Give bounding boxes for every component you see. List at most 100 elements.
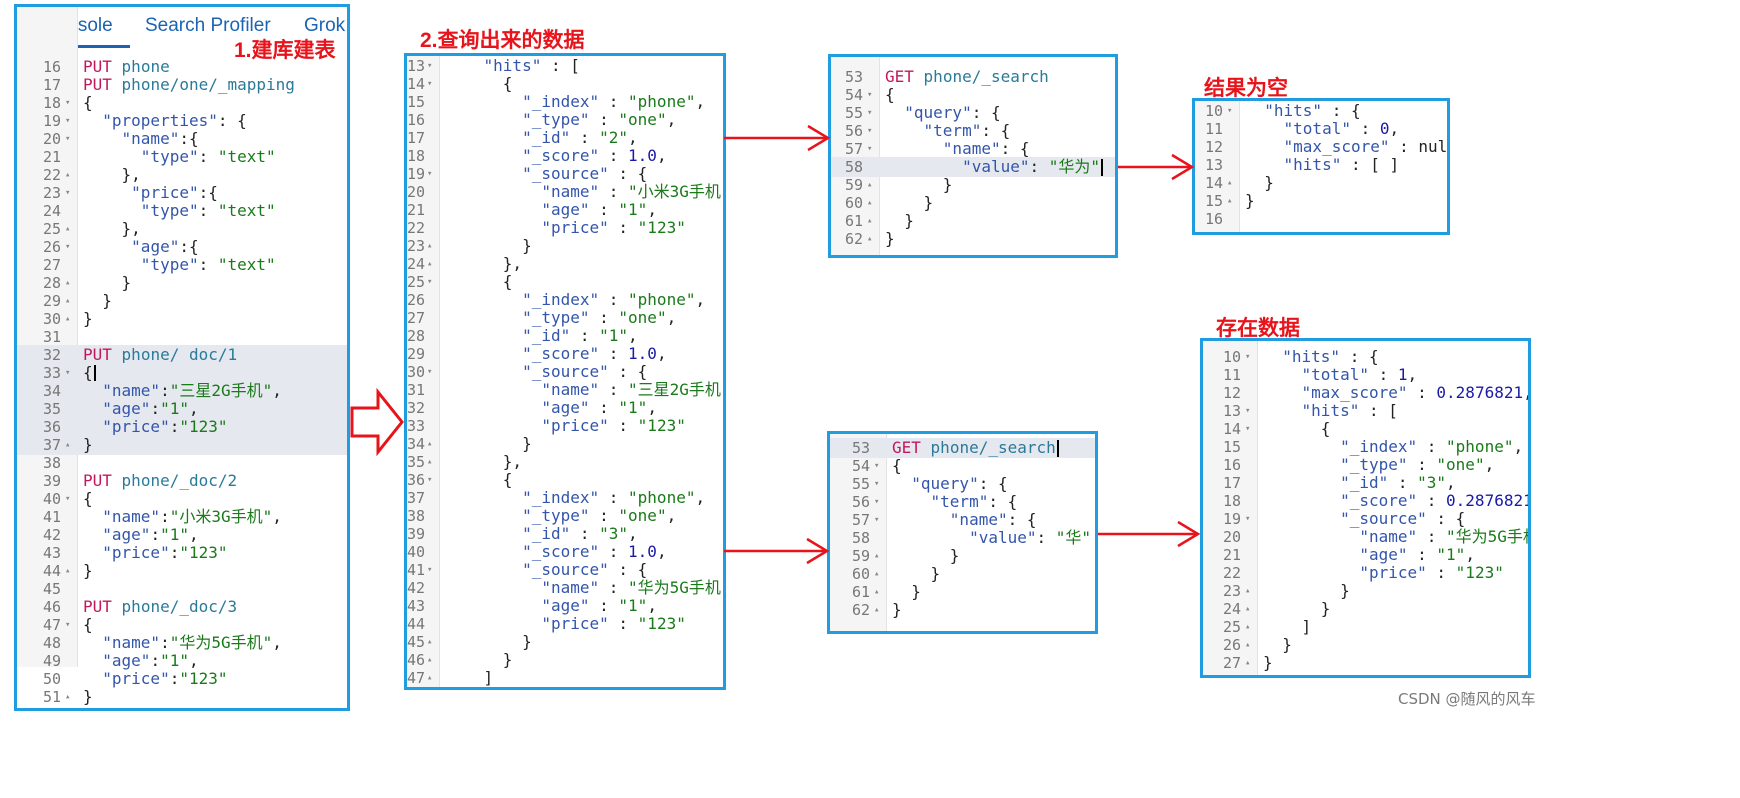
code-text: { (885, 85, 895, 105)
found-result-panel: 10▾ "hits" : {11 "total" : 1,12 "max_sco… (1200, 338, 1531, 678)
fold-open-icon[interactable]: ▾ (65, 116, 71, 126)
fold-open-icon[interactable]: ▾ (427, 475, 433, 485)
code-token: "1" (160, 399, 189, 418)
code-token: "hits" (1283, 155, 1342, 174)
fold-open-icon[interactable]: ▾ (427, 61, 433, 71)
fold-open-icon[interactable]: ▾ (65, 368, 71, 378)
fold-close-icon[interactable]: ▴ (1227, 178, 1233, 188)
fold-close-icon[interactable]: ▴ (1245, 586, 1251, 596)
line-number: 47 (407, 669, 426, 687)
code-text: "query": { (892, 474, 1007, 494)
fold-close-icon[interactable]: ▴ (867, 216, 873, 226)
fold-open-icon[interactable]: ▾ (874, 497, 880, 507)
tab-grok[interactable]: Grok (304, 15, 346, 36)
fold-close-icon[interactable]: ▴ (65, 692, 71, 702)
fold-close-icon[interactable]: ▴ (1245, 640, 1251, 650)
fold-close-icon[interactable]: ▴ (427, 673, 433, 683)
fold-open-icon[interactable]: ▾ (874, 479, 880, 489)
fold-open-icon[interactable]: ▾ (427, 565, 433, 575)
fold-open-icon[interactable]: ▾ (1245, 406, 1251, 416)
code-token: "_index" (522, 290, 600, 309)
line-number: 27 (1222, 654, 1241, 672)
code-token: "phone" (628, 488, 696, 507)
code-text: } (1263, 653, 1273, 673)
fold-close-icon[interactable]: ▴ (427, 637, 433, 647)
fold-close-icon[interactable]: ▴ (427, 457, 433, 467)
code-token: } (83, 687, 93, 706)
fold-close-icon[interactable]: ▴ (1227, 196, 1233, 206)
code-token: : { (1340, 347, 1379, 366)
code-line: 24▴ } (1203, 599, 1528, 619)
code-token: :{ (198, 183, 218, 202)
tab-search-profiler[interactable]: Search Profiler (145, 15, 271, 36)
code-line: 24▴ }, (407, 254, 723, 274)
code-line: 19▾ "_source" : { (407, 164, 723, 184)
fold-open-icon[interactable]: ▾ (65, 134, 71, 144)
fold-open-icon[interactable]: ▾ (867, 108, 873, 118)
code-token: }, (83, 165, 141, 184)
fold-close-icon[interactable]: ▴ (1245, 658, 1251, 668)
code-line: 19▾ "properties": { (17, 111, 347, 131)
fold-open-icon[interactable]: ▾ (65, 494, 71, 504)
fold-open-icon[interactable]: ▾ (65, 188, 71, 198)
fold-close-icon[interactable]: ▴ (427, 259, 433, 269)
code-token: , (1407, 365, 1418, 384)
fold-close-icon[interactable]: ▴ (874, 551, 880, 561)
fold-open-icon[interactable]: ▾ (65, 242, 71, 252)
line-number: 28 (407, 327, 426, 345)
code-text: GET phone/_search (885, 67, 1049, 87)
fold-open-icon[interactable]: ▾ (427, 79, 433, 89)
fold-close-icon[interactable]: ▴ (427, 241, 433, 251)
fold-open-icon[interactable]: ▾ (427, 169, 433, 179)
fold-close-icon[interactable]: ▴ (427, 655, 433, 665)
fold-close-icon[interactable]: ▴ (65, 296, 71, 306)
fold-close-icon[interactable]: ▴ (1245, 622, 1251, 632)
code-token: { (1263, 419, 1331, 438)
fold-close-icon[interactable]: ▴ (427, 439, 433, 449)
fold-open-icon[interactable]: ▾ (874, 461, 880, 471)
fold-open-icon[interactable]: ▾ (867, 90, 873, 100)
line-number: 33 (42, 364, 61, 382)
fold-close-icon[interactable]: ▴ (874, 605, 880, 615)
code-line: 14▾ { (1203, 419, 1528, 439)
fold-close-icon[interactable]: ▴ (1245, 604, 1251, 614)
code-token: } (83, 309, 93, 328)
fold-close-icon[interactable]: ▴ (867, 234, 873, 244)
line-number: 26 (407, 291, 426, 309)
fold-open-icon[interactable]: ▾ (1245, 424, 1251, 434)
code-text: "price" : "123" (1263, 563, 1504, 583)
fold-close-icon[interactable]: ▴ (65, 440, 71, 450)
code-token: "properties" (102, 111, 218, 130)
fold-open-icon[interactable]: ▾ (1245, 352, 1251, 362)
has-data-label: 存在数据 (1216, 317, 1300, 340)
code-line: 19▾ "_source" : { (1203, 509, 1528, 529)
code-text: { (1263, 419, 1331, 439)
fold-open-icon[interactable]: ▾ (1227, 106, 1233, 116)
fold-open-icon[interactable]: ▾ (874, 515, 880, 525)
fold-close-icon[interactable]: ▴ (65, 224, 71, 234)
line-number: 27 (42, 256, 61, 274)
fold-close-icon[interactable]: ▴ (867, 198, 873, 208)
code-line: 43 "price":"123" (17, 543, 347, 563)
fold-open-icon[interactable]: ▾ (867, 126, 873, 136)
code-line: 33 "price" : "123" (407, 416, 723, 436)
code-token: "_id" (522, 128, 571, 147)
fold-open-icon[interactable]: ▾ (1245, 514, 1251, 524)
fold-close-icon[interactable]: ▴ (874, 587, 880, 597)
fold-close-icon[interactable]: ▴ (65, 278, 71, 288)
fold-open-icon[interactable]: ▾ (427, 277, 433, 287)
fold-open-icon[interactable]: ▾ (65, 98, 71, 108)
fold-close-icon[interactable]: ▴ (65, 314, 71, 324)
fold-close-icon[interactable]: ▴ (65, 170, 71, 180)
line-number: 42 (407, 579, 426, 597)
fold-close-icon[interactable]: ▴ (867, 180, 873, 190)
fold-close-icon[interactable]: ▴ (874, 569, 880, 579)
fold-close-icon[interactable]: ▴ (65, 566, 71, 576)
fold-open-icon[interactable]: ▾ (65, 620, 71, 630)
fold-open-icon[interactable]: ▾ (427, 367, 433, 377)
fold-open-icon[interactable]: ▾ (867, 144, 873, 154)
code-token: } (83, 273, 132, 292)
